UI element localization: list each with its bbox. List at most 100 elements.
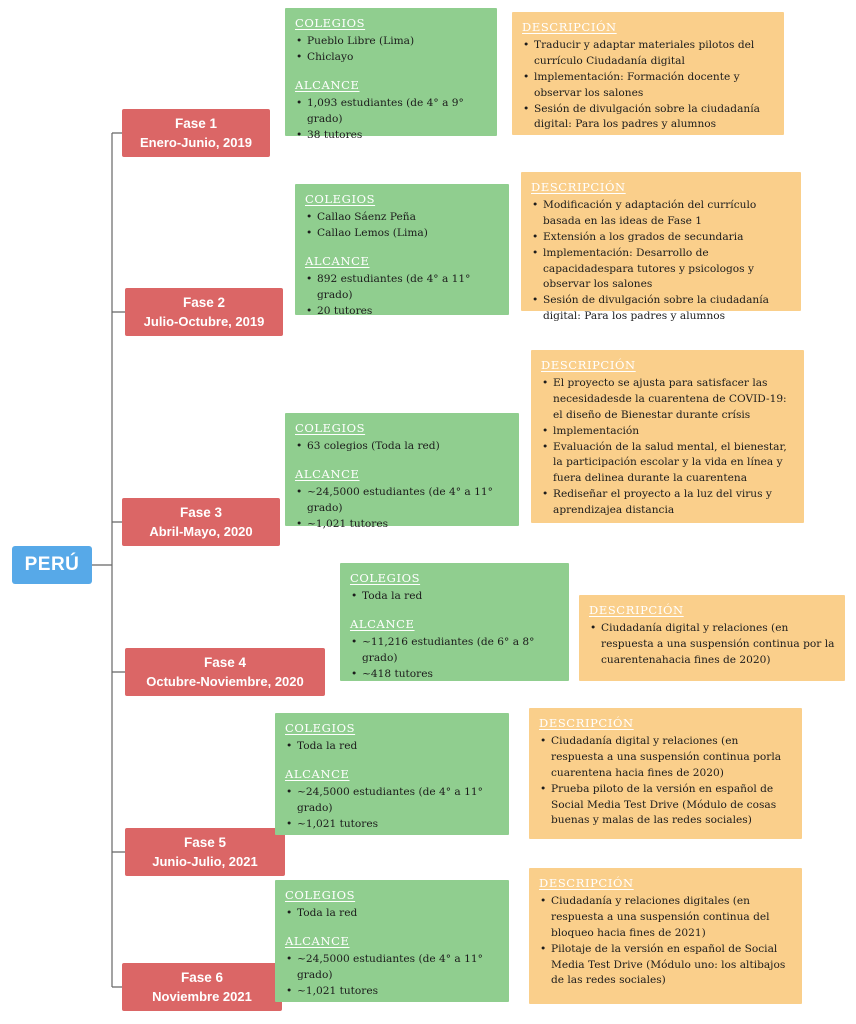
colegios-header: COLEGIOS — [285, 721, 356, 735]
colegios-list: Callao Sáenz PeñaCallao Lemos (Lima) — [305, 210, 499, 242]
descripcion-header: DESCRIPCIÓN — [531, 180, 626, 194]
colegios-header: COLEGIOS — [350, 571, 421, 585]
descripcion-list: Ciudadanía y relaciones digitales (en re… — [539, 894, 792, 989]
descripcion-header: DESCRIPCIÓN — [589, 603, 684, 617]
bullet-item: ~24,5000 estudiantes (de 4° a 11° grado) — [285, 785, 499, 817]
descripcion-header: DESCRIPCIÓN — [541, 358, 636, 372]
phase-name: Fase 2 — [182, 295, 226, 311]
phase-node-fase-5: Fase 5 Junio-Julio, 2021 — [125, 828, 285, 876]
bullet-item: Ciudadanía digital y relaciones (en resp… — [539, 734, 792, 782]
colegios-list: Pueblo Libre (Lima)Chiclayo — [295, 34, 487, 66]
bullet-item: Ciudadanía digital y relaciones (en resp… — [589, 621, 835, 669]
descripcion-box-fase-3: DESCRIPCIÓN El proyecto se ajusta para s… — [531, 350, 804, 523]
root-node-peru: PERÚ — [12, 546, 92, 584]
bullet-item: lmplementación: Desarrollo de capacidade… — [531, 246, 791, 294]
phase-node-fase-3: Fase 3 Abril-Mayo, 2020 — [122, 498, 280, 546]
colegios-list: Toda la red — [285, 906, 499, 922]
phase-name: Fase 5 — [183, 835, 227, 851]
bullet-item: Extensión a los grados de secundaria — [531, 230, 791, 246]
alcance-list: ~24,5000 estudiantes (de 4° a 11° grado)… — [295, 485, 509, 533]
phase-node-fase-6: Fase 6 Noviembre 2021 — [122, 963, 282, 1011]
phase-name: Fase 6 — [180, 970, 224, 986]
alcance-list: 1,093 estudiantes (de 4° a 9° grado)38 t… — [295, 96, 487, 144]
descripcion-box-fase-5: DESCRIPCIÓN Ciudadanía digital y relacio… — [529, 708, 802, 839]
descripcion-header: DESCRIPCIÓN — [539, 716, 634, 730]
phase-dates: Enero-Junio, 2019 — [140, 135, 252, 150]
phase-node-fase-2: Fase 2 Julio-Octubre, 2019 — [125, 288, 283, 336]
bullet-item: lmplementación — [541, 424, 794, 440]
colegios-box-fase-1: COLEGIOS Pueblo Libre (Lima)Chiclayo ALC… — [285, 8, 497, 143]
alcance-list: ~24,5000 estudiantes (de 4° a 11° grado)… — [285, 785, 499, 833]
alcance-header: ALCANCE — [350, 616, 415, 631]
phase-node-fase-4: Fase 4 Octubre-Noviembre, 2020 — [125, 648, 325, 696]
bullet-item: Sesión de divulgación sobre la ciudadaní… — [522, 102, 774, 134]
bullet-item: Pilotaje de la versión en español de Soc… — [539, 942, 792, 990]
bullet-item: Modificación y adaptación del currículo … — [531, 198, 791, 230]
alcance-header: ALCANCE — [285, 933, 350, 948]
bullet-item: Sesión de divulgación sobre la ciudadaní… — [531, 293, 791, 325]
bullet-item: Prueba piloto de la versión en español d… — [539, 782, 792, 830]
colegios-box-fase-3: COLEGIOS 63 colegios (Toda la red) ALCAN… — [285, 413, 519, 532]
bullet-item: Toda la red — [285, 906, 499, 922]
alcance-list: 892 estudiantes (de 4° a 11° grado)20 tu… — [305, 272, 499, 320]
bullet-item: Callao Lemos (Lima) — [305, 226, 499, 242]
bullet-item: 63 colegios (Toda la red) — [295, 439, 509, 455]
bullet-item: 20 tutores — [305, 304, 499, 320]
tree-connector-path — [92, 132, 125, 988]
alcance-header: ALCANCE — [305, 253, 370, 268]
bullet-item: ~1,021 tutores — [295, 517, 509, 533]
colegios-box-fase-6: COLEGIOS Toda la red ALCANCE ~24,5000 es… — [275, 880, 509, 1002]
descripcion-header: DESCRIPCIÓN — [522, 20, 617, 34]
bullet-item: ~1,021 tutores — [285, 817, 499, 833]
bullet-item: Chiclayo — [295, 50, 487, 66]
colegios-box-fase-4: COLEGIOS Toda la red ALCANCE ~11,216 est… — [340, 563, 569, 683]
bullet-item: 892 estudiantes (de 4° a 11° grado) — [305, 272, 499, 304]
phase-dates: Julio-Octubre, 2019 — [143, 314, 265, 329]
phase-name: Fase 4 — [203, 655, 247, 671]
bullet-item: Toda la red — [350, 589, 559, 605]
bullet-item: Callao Sáenz Peña — [305, 210, 499, 226]
bullet-item: ~11,216 estudiantes (de 6° a 8° grado) — [350, 635, 559, 667]
descripcion-box-fase-2: DESCRIPCIÓN Modificación y adaptación de… — [521, 172, 801, 322]
descripcion-list: Modificación y adaptación del currículo … — [531, 198, 791, 325]
descripcion-box-fase-1: DESCRIPCIÓN Traducir y adaptar materiale… — [512, 12, 784, 135]
phase-dates: Octubre-Noviembre, 2020 — [146, 674, 304, 689]
descripcion-list: El proyecto se ajusta para satisfacer la… — [541, 376, 794, 519]
descripcion-list: Traducir y adaptar materiales pilotos de… — [522, 38, 774, 133]
bullet-item: ~24,5000 estudiantes (de 4° a 11° grado) — [295, 485, 509, 517]
descripcion-box-fase-4: DESCRIPCIÓN Ciudadanía digital y relacio… — [579, 595, 845, 681]
bullet-item: Ciudadanía y relaciones digitales (en re… — [539, 894, 792, 942]
bullet-item: Toda la red — [285, 739, 499, 755]
phase-name: Fase 3 — [179, 505, 223, 521]
phase-dates: Junio-Julio, 2021 — [152, 854, 258, 869]
bullet-item: 38 tutores — [295, 128, 487, 144]
phase-dates: Noviembre 2021 — [152, 989, 252, 1004]
descripcion-box-fase-6: DESCRIPCIÓN Ciudadanía y relaciones digi… — [529, 868, 802, 1004]
descripcion-header: DESCRIPCIÓN — [539, 876, 634, 890]
bullet-item: El proyecto se ajusta para satisfacer la… — [541, 376, 794, 424]
colegios-list: Toda la red — [285, 739, 499, 755]
colegios-header: COLEGIOS — [305, 192, 376, 206]
colegios-header: COLEGIOS — [295, 16, 366, 30]
descripcion-list: Ciudadanía digital y relaciones (en resp… — [589, 621, 835, 669]
colegios-list: 63 colegios (Toda la red) — [295, 439, 509, 455]
bullet-item: Evaluación de la salud mental, el bienes… — [541, 440, 794, 488]
phase-node-fase-1: Fase 1 Enero-Junio, 2019 — [122, 109, 270, 157]
bullet-item: Rediseñar el proyecto a la luz del virus… — [541, 487, 794, 519]
alcance-list: ~11,216 estudiantes (de 6° a 8° grado)~4… — [350, 635, 559, 683]
descripcion-list: Ciudadanía digital y relaciones (en resp… — [539, 734, 792, 829]
alcance-header: ALCANCE — [295, 77, 360, 92]
bullet-item: Pueblo Libre (Lima) — [295, 34, 487, 50]
bullet-item: ~1,021 tutores — [285, 984, 499, 1000]
bullet-item: 1,093 estudiantes (de 4° a 9° grado) — [295, 96, 487, 128]
phase-name: Fase 1 — [174, 116, 218, 132]
colegios-box-fase-5: COLEGIOS Toda la red ALCANCE ~24,5000 es… — [275, 713, 509, 835]
bullet-item: lmplementación: Formación docente y obse… — [522, 70, 774, 102]
alcance-list: ~24,5000 estudiantes (de 4° a 11° grado)… — [285, 952, 499, 1000]
colegios-list: Toda la red — [350, 589, 559, 605]
alcance-header: ALCANCE — [285, 766, 350, 781]
bullet-item: Traducir y adaptar materiales pilotos de… — [522, 38, 774, 70]
bullet-item: ~418 tutores — [350, 667, 559, 683]
